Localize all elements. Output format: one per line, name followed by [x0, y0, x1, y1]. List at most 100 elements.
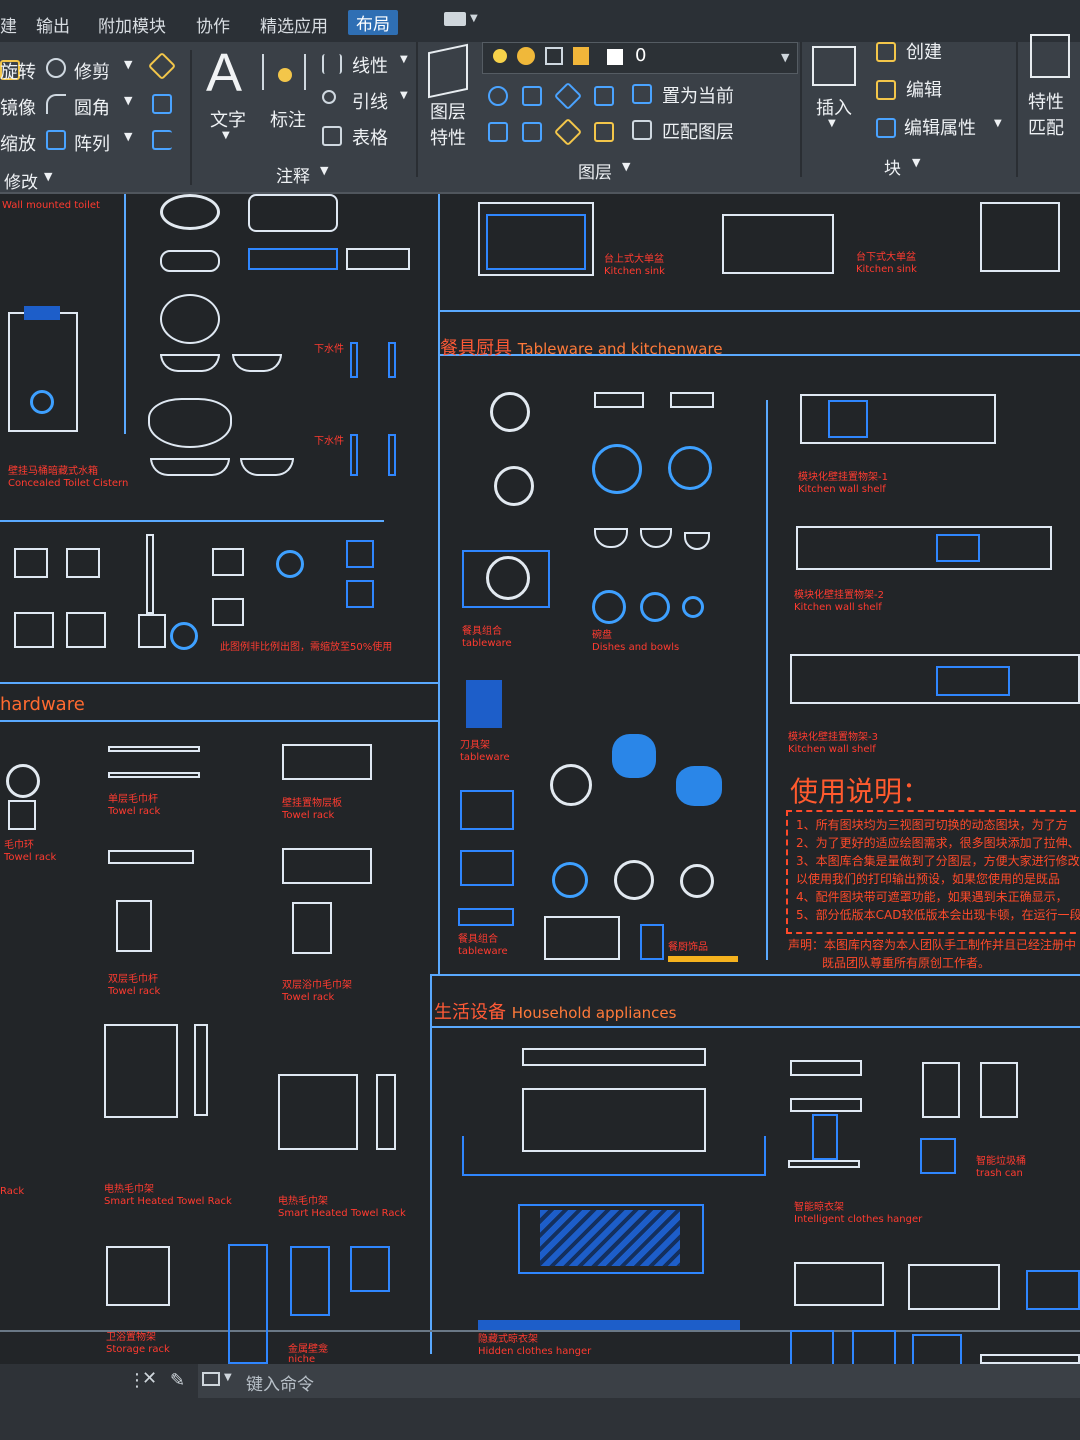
plant-decor[interactable]	[612, 734, 656, 778]
drawing-canvas[interactable]: Wall mounted toilet 壁挂马桶暗藏式水箱 Concealed …	[0, 194, 1080, 1364]
bowl-top[interactable]	[592, 444, 642, 494]
kitchen-decor[interactable]	[640, 924, 664, 960]
insert-block-icon[interactable]	[812, 46, 856, 86]
toilet-cistern-drawing[interactable]	[8, 312, 78, 432]
bowl-top[interactable]	[682, 596, 704, 618]
edit-block-button[interactable]: 编辑	[906, 80, 942, 101]
layer-properties-icon[interactable]	[428, 43, 468, 99]
fruit-plate[interactable]	[614, 860, 654, 900]
toilet-brush[interactable]	[146, 534, 154, 614]
wall-socket[interactable]	[346, 540, 374, 568]
wall-socket[interactable]	[346, 580, 374, 608]
edit-attributes-button[interactable]: 编辑属性	[904, 118, 976, 139]
layer-isolate-icon[interactable]	[522, 86, 542, 106]
basin-bowl[interactable]	[240, 458, 294, 476]
paper-holder[interactable]	[212, 548, 244, 576]
layer-properties-button[interactable]: 图层 特性	[430, 102, 466, 149]
leader-icon[interactable]	[322, 90, 336, 104]
clothes-hanger-bar[interactable]	[522, 1048, 706, 1066]
insert-button[interactable]: 插入	[816, 98, 852, 119]
sun-icon[interactable]	[517, 47, 535, 65]
array-icon[interactable]	[46, 130, 66, 150]
close-icon[interactable]: ✕	[142, 1368, 158, 1389]
chevron-down-icon[interactable]: ▼	[224, 1372, 232, 1383]
appliance[interactable]	[790, 1330, 834, 1364]
tab-featured-apps[interactable]: 精选应用	[260, 17, 328, 37]
chevron-down-icon[interactable]: ▼	[622, 160, 631, 173]
wrench-icon[interactable]: ✎	[170, 1370, 186, 1391]
towel-ring[interactable]	[6, 764, 40, 798]
fruit-bowl[interactable]	[550, 764, 592, 806]
brush-holder[interactable]	[138, 614, 166, 648]
trash-can-top[interactable]	[920, 1138, 956, 1174]
faucet-bar[interactable]	[248, 248, 338, 270]
heated-towel-rack[interactable]	[278, 1074, 358, 1150]
storage-rack[interactable]	[106, 1246, 170, 1306]
layer-thaw-icon[interactable]	[553, 117, 583, 147]
heated-towel-rack[interactable]	[104, 1024, 178, 1118]
dish[interactable]	[594, 392, 644, 408]
kitchen-wall-shelf[interactable]	[790, 654, 1080, 704]
kitchen-sink-double[interactable]	[980, 202, 1060, 272]
hidden-clothes-hanger[interactable]	[518, 1204, 704, 1274]
edit-attributes-icon[interactable]	[876, 118, 896, 138]
unlock-icon[interactable]	[573, 47, 589, 65]
tableware-set[interactable]	[462, 550, 550, 608]
drain-pipe[interactable]	[388, 434, 396, 476]
chevron-down-icon[interactable]: ▼	[320, 164, 329, 177]
kitchen-wall-shelf[interactable]	[800, 394, 996, 444]
chevron-down-icon[interactable]: ▼	[44, 170, 53, 183]
layer-lock-icon[interactable]	[594, 86, 614, 106]
plant-decor[interactable]	[676, 766, 722, 806]
annotation-group-label[interactable]: 注释	[276, 167, 310, 187]
fillet-icon[interactable]	[46, 94, 66, 114]
drain-pipe[interactable]	[388, 342, 396, 378]
grip-icon[interactable]: ⋮	[128, 1370, 146, 1391]
accessory-box[interactable]	[66, 612, 106, 648]
bowl-top[interactable]	[592, 590, 626, 624]
basin-rect[interactable]	[248, 194, 338, 232]
intelligent-hanger[interactable]	[790, 1098, 862, 1112]
tab-collaborate[interactable]: 协作	[196, 17, 230, 37]
edit-block-icon[interactable]	[876, 80, 896, 100]
trim-button[interactable]: 修剪	[74, 62, 110, 83]
rotate-icon[interactable]	[0, 60, 20, 80]
plate-setting[interactable]	[494, 466, 534, 506]
intelligent-hanger[interactable]	[790, 1060, 862, 1076]
trash-can[interactable]	[922, 1062, 960, 1118]
floor-drain[interactable]	[170, 622, 198, 650]
erase-icon[interactable]	[147, 51, 177, 81]
accessory-box[interactable]	[14, 548, 48, 578]
tab-build[interactable]: 建	[0, 17, 17, 37]
chevron-down-icon[interactable]: ▼	[400, 54, 408, 65]
appliance[interactable]	[980, 1354, 1080, 1364]
plate-setting[interactable]	[490, 392, 530, 432]
towel-rack[interactable]	[108, 746, 200, 752]
chevron-down-icon[interactable]: ▼	[912, 156, 921, 169]
create-block-button[interactable]: 创建	[906, 42, 942, 63]
towel-ring-body[interactable]	[8, 800, 36, 830]
drain-pipe[interactable]	[350, 342, 358, 378]
niche[interactable]	[228, 1244, 268, 1364]
modify-group-label[interactable]: 修改	[4, 173, 38, 193]
basin-oval[interactable]	[160, 294, 220, 344]
basin-round[interactable]	[160, 194, 220, 230]
chevron-down-icon[interactable]: ▼	[124, 58, 133, 71]
match-properties-button[interactable]: 特性 匹配	[1028, 92, 1064, 139]
layer-dropdown[interactable]: 0 ▼	[482, 42, 798, 74]
basin-bowl[interactable]	[150, 458, 230, 476]
chevron-down-icon[interactable]: ▼	[222, 130, 230, 141]
layer-freeze-icon[interactable]	[553, 81, 583, 111]
wall-shelf-rack[interactable]	[282, 744, 372, 780]
cookware[interactable]	[458, 908, 514, 926]
dish[interactable]	[670, 392, 714, 408]
bath-towel-shelf[interactable]	[282, 848, 372, 884]
accessory-box[interactable]	[14, 612, 54, 648]
bowl[interactable]	[684, 532, 710, 550]
fruit-plate[interactable]	[680, 864, 714, 898]
panel-toggle-icon[interactable]	[444, 12, 466, 26]
kitchen-wall-shelf[interactable]	[796, 526, 1052, 570]
kitchen-appliances[interactable]	[544, 916, 620, 960]
text-icon[interactable]: A	[206, 43, 243, 103]
trash-can[interactable]	[980, 1062, 1018, 1118]
